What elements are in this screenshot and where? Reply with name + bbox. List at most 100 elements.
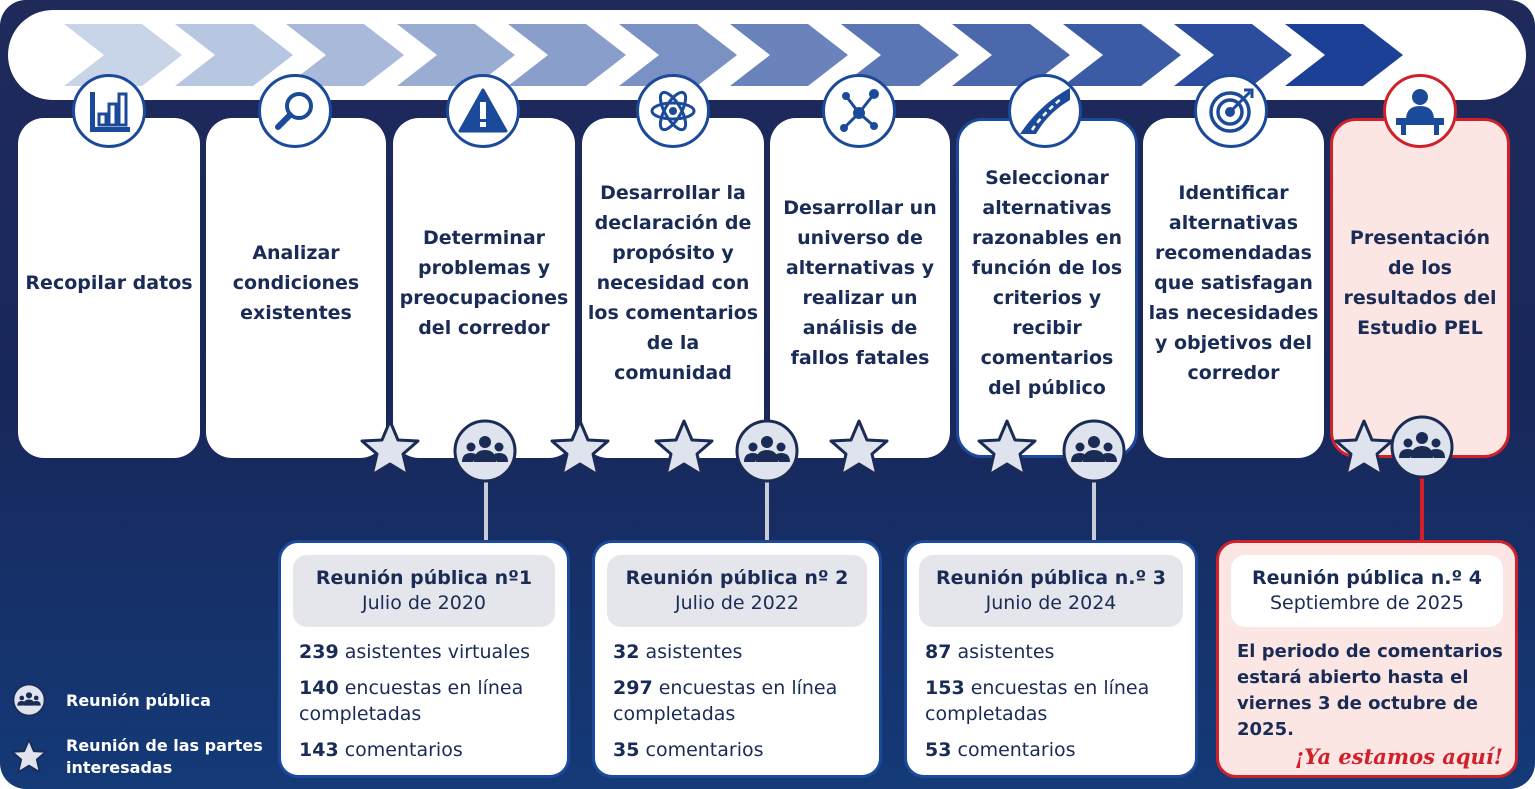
step-label: Determinar problemas y preocupaciones de…	[399, 227, 569, 339]
meeting-title: Reunión pública nº 2	[625, 567, 849, 589]
chevron-arrow	[508, 24, 626, 86]
connector-line-current	[1420, 458, 1424, 542]
people-group-icon	[1062, 419, 1126, 483]
step-card-1: Recopilar datos	[18, 118, 200, 458]
magnifier-icon	[258, 74, 332, 148]
star-icon	[11, 738, 47, 774]
meeting-card-2: Reunión pública nº 2 Julio de 2022 32 as…	[592, 540, 882, 778]
progress-arrow-bar	[8, 10, 1526, 100]
meeting-title: Reunión pública n.º 4	[1251, 567, 1483, 589]
stat-value: 35	[613, 739, 640, 761]
stat-value: 239	[299, 641, 339, 663]
stat-value: 143	[299, 739, 339, 761]
stat-line: 53 comentarios	[925, 737, 1185, 763]
step-card-6: Seleccionar alternativas razonables en f…	[956, 118, 1138, 458]
stat-value: 140	[299, 677, 339, 699]
meeting-stats: 239 asistentes virtuales 140 encuestas e…	[299, 639, 557, 773]
road-icon	[1008, 74, 1082, 148]
comment-period-note: El periodo de comentarios estará abierto…	[1237, 641, 1503, 740]
step-card-3: Determinar problemas y preocupaciones de…	[393, 118, 575, 458]
step-label: Analizar condiciones existentes	[232, 242, 360, 324]
meeting-date: Julio de 2022	[674, 592, 799, 614]
step-label: Presentación de los resultados del Estud…	[1343, 227, 1497, 339]
warning-icon	[446, 74, 520, 148]
chevron-arrow	[619, 24, 737, 86]
meeting-card-3: Reunión pública n.º 3 Junio de 2024 87 a…	[904, 540, 1198, 778]
chevron-arrow	[952, 24, 1070, 86]
chevron-arrow	[841, 24, 959, 86]
meeting-header: Reunión pública nº1 Julio de 2020	[293, 555, 555, 627]
star-icon	[654, 419, 714, 477]
meeting-header: Reunión pública n.º 4 Septiembre de 2025	[1231, 555, 1503, 627]
stat-text: comentarios	[645, 739, 764, 761]
people-group-icon	[453, 419, 517, 483]
star-icon	[550, 419, 610, 477]
chevron-arrow	[175, 24, 293, 86]
star-icon	[1334, 419, 1394, 477]
stat-text: comentarios	[957, 739, 1076, 761]
stat-value: 32	[613, 641, 640, 663]
step-card-7: Identificar alternativas recomendadas qu…	[1143, 118, 1324, 458]
chevron-arrow	[1285, 24, 1403, 86]
connector-line	[484, 478, 488, 542]
step-card-2: Analizar condiciones existentes	[206, 118, 386, 458]
stat-text: asistentes	[957, 641, 1055, 663]
chevron-arrow	[1174, 24, 1292, 86]
step-card-4: Desarrollar la declaración de propósito …	[582, 118, 764, 458]
meeting-title: Reunión pública nº1	[315, 567, 533, 589]
stat-line: 143 comentarios	[299, 737, 557, 763]
stat-line: 87 asistentes	[925, 639, 1185, 665]
meeting-date: Julio de 2020	[361, 592, 486, 614]
stat-line: 140 encuestas en línea completadas	[299, 675, 557, 727]
legend-public-meeting: Reunión pública	[66, 691, 211, 710]
connector-line	[1092, 478, 1096, 542]
bar-chart-icon	[72, 74, 146, 148]
meeting-card-1: Reunión pública nº1 Julio de 2020 239 as…	[278, 540, 570, 778]
step-label: Seleccionar alternativas razonables en f…	[971, 167, 1123, 399]
meeting-date: Junio de 2024	[985, 592, 1117, 614]
stat-text: asistentes	[645, 641, 743, 663]
meeting-header: Reunión pública n.º 3 Junio de 2024	[919, 555, 1183, 627]
meeting-date: Septiembre de 2025	[1269, 592, 1465, 614]
people-group-icon	[1390, 415, 1454, 479]
step-card-8-current: Presentación de los resultados del Estud…	[1330, 118, 1510, 458]
legend-stakeholder-meeting: Reunión de las partes interesadas	[66, 736, 263, 777]
stat-value: 153	[925, 677, 965, 699]
people-group-icon	[735, 419, 799, 483]
target-icon	[1194, 74, 1268, 148]
star-icon	[360, 419, 420, 477]
meeting-stats: 32 asistentes 297 encuestas en línea com…	[613, 639, 869, 773]
presenter-icon	[1383, 74, 1457, 148]
step-label: Desarrollar la declaración de propósito …	[587, 182, 759, 384]
stat-value: 53	[925, 739, 952, 761]
chevron-arrow	[730, 24, 848, 86]
stat-line: 153 encuestas en línea completadas	[925, 675, 1185, 727]
stat-line: 32 asistentes	[613, 639, 869, 665]
connector-line	[765, 478, 769, 542]
step-label: Identificar alternativas recomendadas qu…	[1148, 182, 1319, 384]
meeting-card-4-current: Reunión pública n.º 4 Septiembre de 2025…	[1216, 540, 1518, 778]
step-card-5: Desarrollar un universo de alternativas …	[770, 118, 950, 458]
stat-text: encuestas en línea completadas	[613, 677, 838, 725]
you-are-here-callout: ¡Ya estamos aquí!	[1294, 744, 1503, 769]
chevron-arrow	[397, 24, 515, 86]
stat-text: comentarios	[344, 739, 463, 761]
meeting-stats: 87 asistentes 153 encuestas en línea com…	[925, 639, 1185, 773]
stat-line: 239 asistentes virtuales	[299, 639, 557, 665]
star-icon	[829, 419, 889, 477]
step-label: Desarrollar un universo de alternativas …	[783, 197, 937, 369]
stat-text: encuestas en línea completadas	[299, 677, 524, 725]
meeting-header: Reunión pública nº 2 Julio de 2022	[607, 555, 867, 627]
stat-value: 87	[925, 641, 952, 663]
stat-value: 297	[613, 677, 653, 699]
chevron-arrows	[64, 24, 1403, 86]
stat-text: asistentes virtuales	[344, 641, 531, 663]
stat-text: encuestas en línea completadas	[925, 677, 1150, 725]
atom-icon	[636, 74, 710, 148]
stat-line: 35 comentarios	[613, 737, 869, 763]
people-group-icon	[12, 683, 46, 717]
network-icon	[822, 74, 896, 148]
star-icon	[977, 419, 1037, 477]
chevron-arrow	[286, 24, 404, 86]
